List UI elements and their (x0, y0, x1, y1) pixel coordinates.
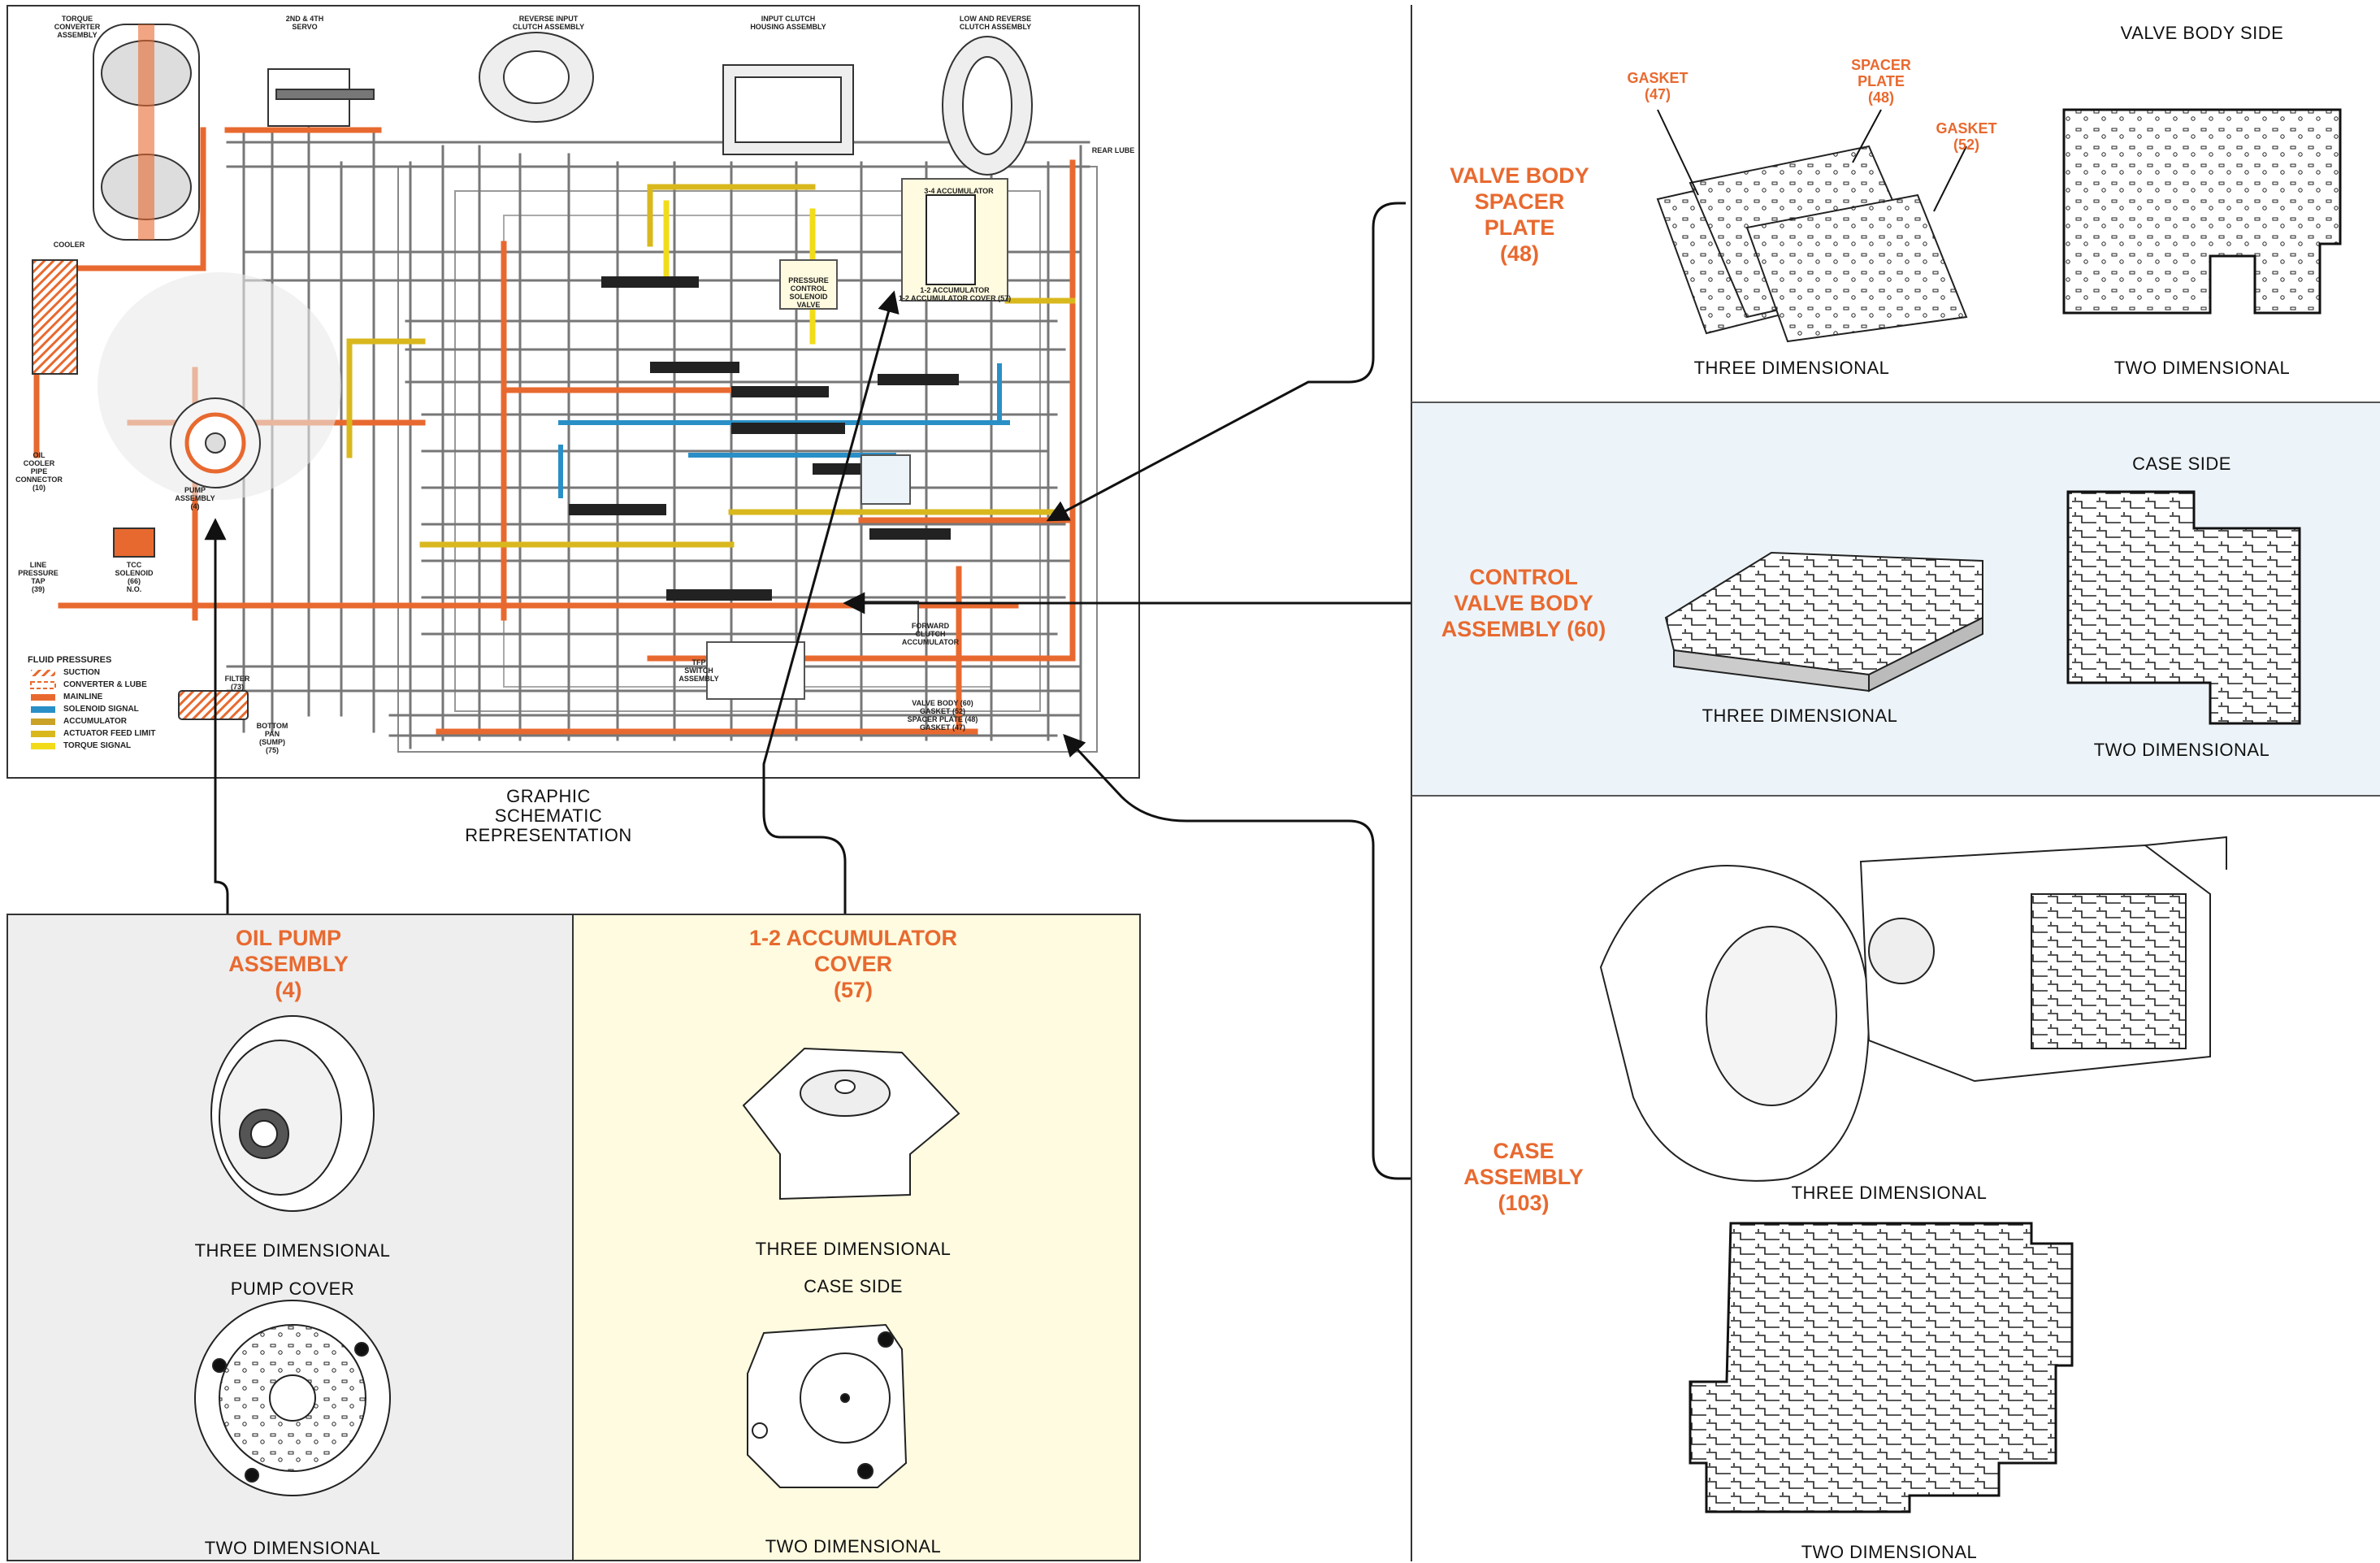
legend-converter-lube: CONVERTER & LUBE (63, 680, 147, 689)
case-title: CASE ASSEMBLY (103) (1463, 1139, 1584, 1215)
control-valve-title: CONTROL VALVE BODY ASSEMBLY (60) (1441, 565, 1606, 641)
low-reverse-label: LOW AND REVERSE CLUTCH ASSEMBLY (959, 15, 1032, 31)
control-valve-3d-label: THREE DIMENSIONAL (1702, 706, 1898, 726)
accumulator-cover-side-label: CASE SIDE (804, 1276, 903, 1296)
oil-pump-title: OIL PUMP ASSEMBLY (4) (228, 926, 349, 1002)
accumulator-cover-panel (572, 914, 1141, 1561)
rear-lube-label: REAR LUBE (1091, 146, 1135, 154)
legend-actuator-feed-limit: ACTUATOR FEED LIMIT (63, 729, 156, 738)
legend-suction: SUCTION (63, 668, 100, 677)
oil-pump-3d-artwork (210, 1015, 375, 1212)
legend-accumulator: ACCUMULATOR (63, 717, 127, 726)
servo-label: 2ND & 4TH SERVO (285, 15, 324, 31)
case-2d-label: TWO DIMENSIONAL (1801, 1542, 1978, 1562)
oil-pump-3d-label: THREE DIMENSIONAL (194, 1240, 391, 1261)
accumulator-cover-2d-artwork (747, 1323, 908, 1488)
line-pressure-tap-label: LINE PRESSURE TAP (39) (18, 561, 59, 593)
input-clutch-label: INPUT CLUTCH HOUSING ASSEMBLY (750, 15, 826, 31)
control-valve-3d-artwork (1664, 551, 1983, 692)
torque-converter-label: TORQUE CONVERTER ASSEMBLY (54, 15, 101, 39)
accumulator-cover-2d-label: TWO DIMENSIONAL (765, 1536, 942, 1556)
filter-label: FILTER (73) (224, 675, 250, 691)
valve-body-stack-label: VALVE BODY (60) GASKET (52) SPACER PLATE… (907, 699, 978, 732)
bottom-pan-label: BOTTOM PAN (SUMP) (75) (256, 722, 288, 754)
accumulator-cover-3d-label: THREE DIMENSIONAL (755, 1239, 952, 1259)
spacer-plate-side-label: VALVE BODY SIDE (2120, 23, 2284, 43)
accumulator-cover-3d-artwork (742, 1047, 960, 1200)
spacer-plate-3d-label: THREE DIMENSIONAL (1693, 358, 1890, 378)
accumulator-cover-title: 1-2 ACCUMULATOR COVER (57) (749, 926, 957, 1002)
gasket-52-callout: GASKET (52) (1936, 120, 1997, 153)
control-valve-side-label: CASE SIDE (2132, 454, 2231, 474)
control-valve-2d-label: TWO DIMENSIONAL (2093, 740, 2270, 760)
tfp-switch-label: TFP SWITCH ASSEMBLY (678, 658, 719, 683)
reverse-input-label: REVERSE INPUT CLUTCH ASSEMBLY (512, 15, 585, 31)
oil-pump-side-label: PUMP COVER (230, 1279, 355, 1299)
spacer-plate-2d-label: TWO DIMENSIONAL (2113, 358, 2291, 378)
spacer-plate-2d-artwork (2062, 108, 2342, 315)
schematic-caption: GRAPHIC SCHEMATIC REPRESENTATION (465, 786, 632, 845)
legend-torque-signal: TORQUE SIGNAL (63, 741, 132, 750)
legend-mainline: MAINLINE (63, 692, 103, 701)
accumulator-12-label: 1-2 ACCUMULATOR 1-2 ACCUMULATOR COVER (5… (898, 286, 1012, 302)
oil-pump-2d-artwork (194, 1300, 391, 1496)
oil-cooler-pipe-label: OIL COOLER PIPE CONNECTOR (10) (15, 451, 63, 492)
connector-lines (204, 202, 1411, 1180)
legend-solenoid-signal: SOLENOID SIGNAL (63, 705, 139, 714)
accumulator-34-label: 3-4 ACCUMULATOR (924, 187, 994, 195)
spacer-plate-48-callout: SPACER PLATE (48) (1851, 57, 1911, 106)
gasket-47-callout: GASKET (47) (1627, 70, 1689, 102)
case-3d-label: THREE DIMENSIONAL (1791, 1183, 1988, 1203)
case-3d-artwork (1599, 836, 2227, 1182)
control-valve-2d-artwork (2066, 490, 2301, 725)
legend-swatches (30, 670, 56, 749)
oil-pump-2d-label: TWO DIMENSIONAL (204, 1538, 381, 1558)
tcc-solenoid-label: TCC SOLENOID (66) N.O. (115, 561, 154, 593)
pressure-control-label: PRESSURE CONTROL SOLENOID VALVE (788, 276, 829, 309)
pump-label: PUMP ASSEMBLY (4) (175, 486, 215, 510)
legend-title: FLUID PRESSURES (28, 655, 112, 665)
spacer-plate-3d-artwork (1656, 145, 1968, 343)
callout-leader-lines (1657, 109, 1967, 212)
schematic-component-artwork (32, 24, 1033, 720)
spacer-plate-title: VALVE BODY SPACER PLATE (48) (1450, 163, 1589, 266)
cooler-label: COOLER (53, 241, 85, 249)
schematic-hydraulic-lines (33, 120, 1098, 753)
case-2d-artwork (1689, 1222, 2074, 1513)
forward-accumulator-label: FORWARD CLUTCH ACCUMULATOR (901, 622, 960, 646)
